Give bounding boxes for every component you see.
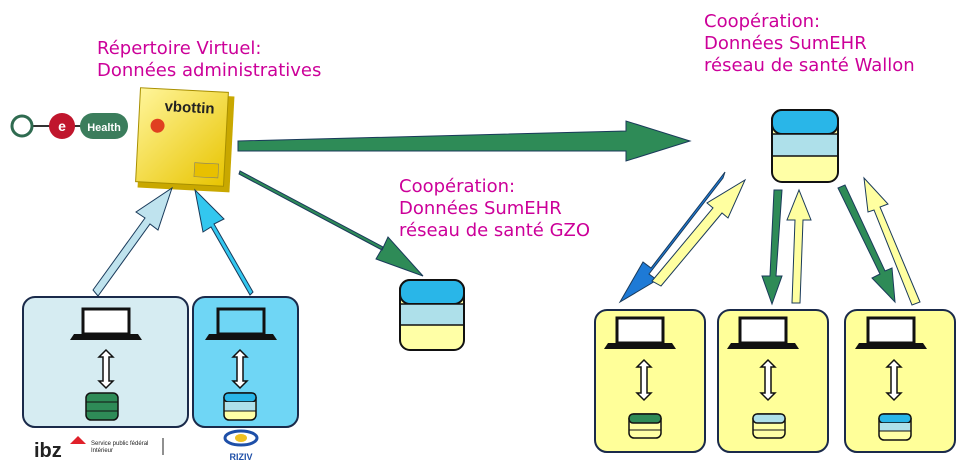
db-top xyxy=(752,413,786,424)
db-mid xyxy=(225,402,255,411)
laptop-base-icon xyxy=(604,343,676,349)
label-line: Coopération: xyxy=(399,176,516,197)
laptop-screen-icon xyxy=(81,307,131,336)
ibz-line1: Service public fédéral xyxy=(91,441,148,447)
arrow-box3-to-wallon xyxy=(863,176,921,306)
database-icon xyxy=(752,413,786,439)
label-line: Coopération: xyxy=(704,11,821,32)
double-arrow-icon xyxy=(885,358,903,402)
ehealth-circle-e xyxy=(49,113,75,139)
database-icon xyxy=(223,392,257,421)
double-arrow-icon xyxy=(759,358,777,402)
db-body xyxy=(85,392,119,421)
double-arrow-icon xyxy=(231,348,249,390)
label-line: Données administratives xyxy=(97,60,322,81)
laptop-screen-icon xyxy=(216,307,266,336)
label-repertoire-virtuel: Répertoire Virtuel: Données administrati… xyxy=(97,38,321,82)
ibz-abbr: ibz xyxy=(34,440,62,461)
label-line: Répertoire Virtuel: xyxy=(97,38,262,59)
db-top xyxy=(399,279,465,305)
computer-box-wallon-3 xyxy=(844,309,956,453)
laptop-screen-icon xyxy=(866,316,916,345)
laptop-base-icon xyxy=(727,343,799,349)
ehealth-pill xyxy=(80,113,128,139)
label-line: réseau de santé Wallon xyxy=(704,55,915,76)
arrows-top xyxy=(92,120,692,297)
arrow-bottin-to-wallon xyxy=(237,120,692,162)
database-icon xyxy=(85,392,119,421)
book-tag xyxy=(193,162,219,179)
database-icon xyxy=(628,413,662,439)
ibz-logo: ibz Service public fédéral Intérieur xyxy=(34,436,164,461)
database-icon xyxy=(878,413,912,441)
double-arrow-icon xyxy=(97,348,115,390)
computer-box-ibz xyxy=(22,296,189,428)
arrow-riziv-to-bottin xyxy=(194,188,254,296)
database-wallon xyxy=(771,109,839,183)
db-top xyxy=(628,413,662,424)
computer-box-riziv xyxy=(192,296,299,428)
arrow-bottin-to-gzo xyxy=(238,170,424,277)
label-line: Données SumEHR xyxy=(399,198,562,219)
database-gzo xyxy=(399,279,465,351)
laptop-screen-icon xyxy=(615,316,665,345)
vbottin-book-icon: vbottin xyxy=(135,87,235,193)
ibz-roof-icon xyxy=(70,436,86,444)
ehealth-word: Health xyxy=(87,122,121,134)
riziv-emblem-icon xyxy=(223,429,259,447)
double-arrow-icon xyxy=(635,358,653,402)
computer-box-wallon-1 xyxy=(594,309,706,453)
book-cover xyxy=(135,87,229,187)
laptop-base-icon xyxy=(855,343,927,349)
arrow-wallon-to-box3 xyxy=(837,184,896,304)
arrow-ibz-to-bottin xyxy=(92,186,173,297)
db-top xyxy=(771,109,839,135)
db-top xyxy=(223,392,257,403)
arrow-wallon-to-box1 xyxy=(618,171,726,304)
laptop-screen-icon xyxy=(738,316,788,345)
arrow-box2-to-wallon xyxy=(786,188,812,304)
laptop-base-icon xyxy=(205,334,277,340)
db-top xyxy=(878,413,912,424)
riziv-logo: RIZIV xyxy=(223,429,259,461)
ehealth-e-text: e xyxy=(58,118,66,134)
ehealth-logo: e Health xyxy=(10,113,128,139)
arrow-box1-to-wallon xyxy=(651,178,747,287)
label-cooperation-gzo: Coopération: Données SumEHR réseau de sa… xyxy=(399,176,590,242)
riziv-text: RIZIV xyxy=(229,452,252,461)
db-mid xyxy=(401,304,463,325)
arrow-wallon-to-box2 xyxy=(761,189,783,306)
label-line: Données SumEHR xyxy=(704,33,867,54)
label-line: réseau de santé GZO xyxy=(399,220,591,241)
arrows-right xyxy=(618,171,921,306)
ehealth-circle-left xyxy=(10,114,34,138)
laptop-base-icon xyxy=(70,334,142,340)
label-cooperation-wallon: Coopération: Données SumEHR réseau de sa… xyxy=(704,11,915,77)
db-mid xyxy=(880,423,910,431)
book-title: vbottin xyxy=(164,98,215,118)
computer-box-wallon-2 xyxy=(717,309,829,453)
book-badge xyxy=(150,118,165,133)
db-mid xyxy=(773,134,837,156)
riziv-emblem-center xyxy=(235,434,247,442)
ibz-line2: Intérieur xyxy=(91,448,113,454)
